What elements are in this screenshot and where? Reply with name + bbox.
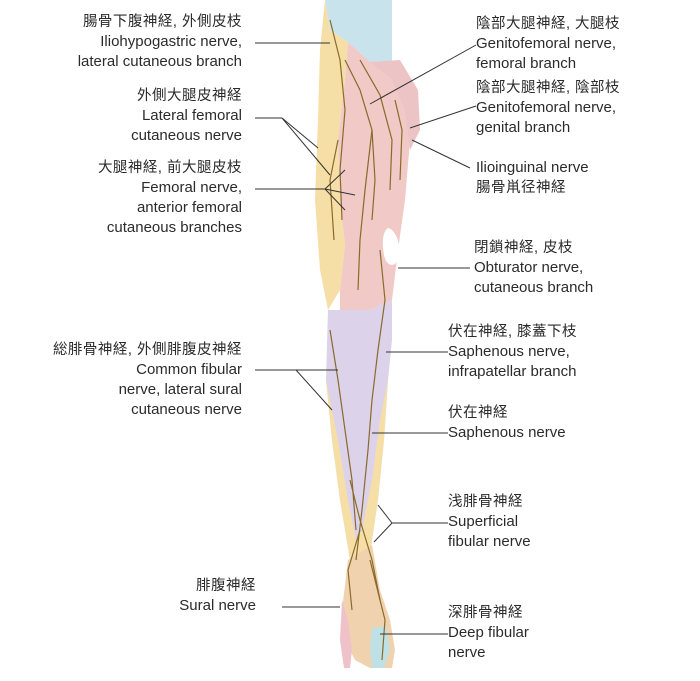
leader-femoral-b [324, 169, 346, 190]
label-femoral-jp: 大腿神経, 前大腿皮枝 [97, 160, 242, 176]
label-obturator-jp: 閉鎖神経, 皮枝 [474, 240, 574, 256]
label-saphenous-infrapatellar-en1: Saphenous nerve, [448, 343, 570, 360]
label-deep-fibular-en1: Deep fibular [448, 624, 529, 641]
label-ilioinguinal-jp: 腸骨鼡径神経 [476, 180, 566, 196]
leader-lines [255, 42, 477, 635]
label-lateral-femoral-jp: 外側大腿皮神経 [137, 88, 242, 104]
label-obturator-en1: Obturator nerve, [474, 259, 584, 276]
leader-superficial-fibular-b [377, 504, 393, 524]
label-sural: 腓腹神経 Sural nerve [179, 576, 256, 616]
label-deep-fibular: 深腓骨神経 Deep fibular nerve [448, 603, 529, 663]
label-femoral: 大腿神経, 前大腿皮枝 Femoral nerve, anterior femo… [98, 158, 242, 238]
sural-zone [340, 600, 352, 668]
label-sural-en1: Sural nerve [179, 597, 256, 614]
label-obturator: 閉鎖神経, 皮枝 Obturator nerve, cutaneous bran… [474, 238, 593, 298]
label-genitofemoral-femoral: 陰部大腿神経, 大腿枝 Genitofemoral nerve, femoral… [476, 14, 620, 74]
label-common-fibular: 総腓骨神経, 外側腓腹皮神経 Common fibular nerve, lat… [53, 340, 242, 420]
label-deep-fibular-en2: nerve [448, 644, 486, 661]
label-superficial-fibular: 浅腓骨神経 Superficial fibular nerve [448, 492, 531, 552]
label-superficial-fibular-en2: fibular nerve [448, 533, 531, 550]
label-iliohypogastric-en1: Iliohypogastric nerve, [100, 33, 242, 50]
label-saphenous-infrapatellar-jp: 伏在神経, 膝蓋下枝 [448, 324, 578, 340]
leader-lateral-femoral-c [281, 117, 331, 176]
label-genitofemoral-genital: 陰部大腿神経, 陰部枝 Genitofemoral nerve, genital… [476, 78, 620, 138]
label-common-fibular-en1: Common fibular [136, 361, 242, 378]
label-saphenous-infrapatellar-en2: infrapatellar branch [448, 363, 577, 380]
label-common-fibular-jp: 総腓骨神経, 外側腓腹皮神経 [52, 342, 242, 358]
label-sural-jp: 腓腹神経 [196, 578, 256, 594]
leader-genitofemoral-genital [409, 105, 477, 129]
nerve-branches [329, 19, 403, 661]
leader-genitofemoral-femoral [369, 44, 477, 105]
label-lateral-femoral: 外側大腿皮神経 Lateral femoral cutaneous nerve [131, 86, 242, 146]
leg-zones [315, 0, 420, 668]
deep-fibular-zone [370, 626, 390, 668]
label-superficial-fibular-en1: Superficial [448, 513, 519, 530]
leader-superficial-fibular-c [373, 522, 393, 543]
label-ilioinguinal-en1: Ilioinguinal nerve [476, 159, 589, 176]
label-femoral-en1: Femoral nerve, [141, 179, 242, 196]
leader-common-fibular-c [295, 369, 333, 411]
label-common-fibular-en2: nerve, lateral sural [118, 381, 242, 398]
label-genitofemoral-genital-en1: Genitofemoral nerve, [476, 99, 617, 116]
label-ilioinguinal: Ilioinguinal nerve 腸骨鼡径神経 [476, 158, 589, 198]
label-genitofemoral-femoral-en1: Genitofemoral nerve, [476, 35, 617, 52]
leader-femoral-c [324, 188, 356, 196]
label-common-fibular-en3: cutaneous nerve [131, 401, 242, 418]
label-iliohypogastric-en2: lateral cutaneous branch [77, 53, 242, 70]
leader-ilioinguinal [411, 139, 471, 169]
label-genitofemoral-genital-en2: genital branch [476, 119, 571, 136]
label-superficial-fibular-jp: 浅腓骨神経 [448, 494, 523, 510]
label-lateral-femoral-en1: Lateral femoral [141, 107, 242, 124]
label-saphenous-infrapatellar: 伏在神経, 膝蓋下枝 Saphenous nerve, infrapatella… [448, 322, 577, 382]
label-saphenous-en1: Saphenous nerve [448, 424, 566, 441]
leader-femoral-d [324, 188, 346, 211]
label-iliohypogastric-jp: 腸骨下腹神経, 外側皮枝 [82, 14, 242, 30]
label-saphenous: 伏在神経 Saphenous nerve [448, 403, 566, 443]
label-femoral-en3: cutaneous branches [106, 219, 242, 236]
label-genitofemoral-genital-jp: 陰部大腿神経, 陰部枝 [476, 80, 621, 96]
lateral-femoral-zone [315, 0, 348, 310]
obturator-spot [382, 228, 400, 265]
iliohypogastric-zone [325, 0, 392, 80]
label-obturator-en2: cutaneous branch [474, 279, 594, 296]
genitofemoral-zone [370, 60, 420, 150]
label-lateral-femoral-en2: cutaneous nerve [131, 127, 242, 144]
label-genitofemoral-femoral-en2: femoral branch [476, 55, 577, 72]
label-femoral-en2: anterior femoral [136, 199, 242, 216]
label-genitofemoral-femoral-jp: 陰部大腿神経, 大腿枝 [476, 16, 621, 32]
leader-lateral-femoral-b [281, 117, 319, 149]
label-deep-fibular-jp: 深腓骨神経 [448, 605, 523, 621]
label-iliohypogastric: 腸骨下腹神経, 外側皮枝 Iliohypogastric nerve, late… [78, 12, 242, 72]
label-saphenous-jp: 伏在神経 [448, 405, 508, 421]
